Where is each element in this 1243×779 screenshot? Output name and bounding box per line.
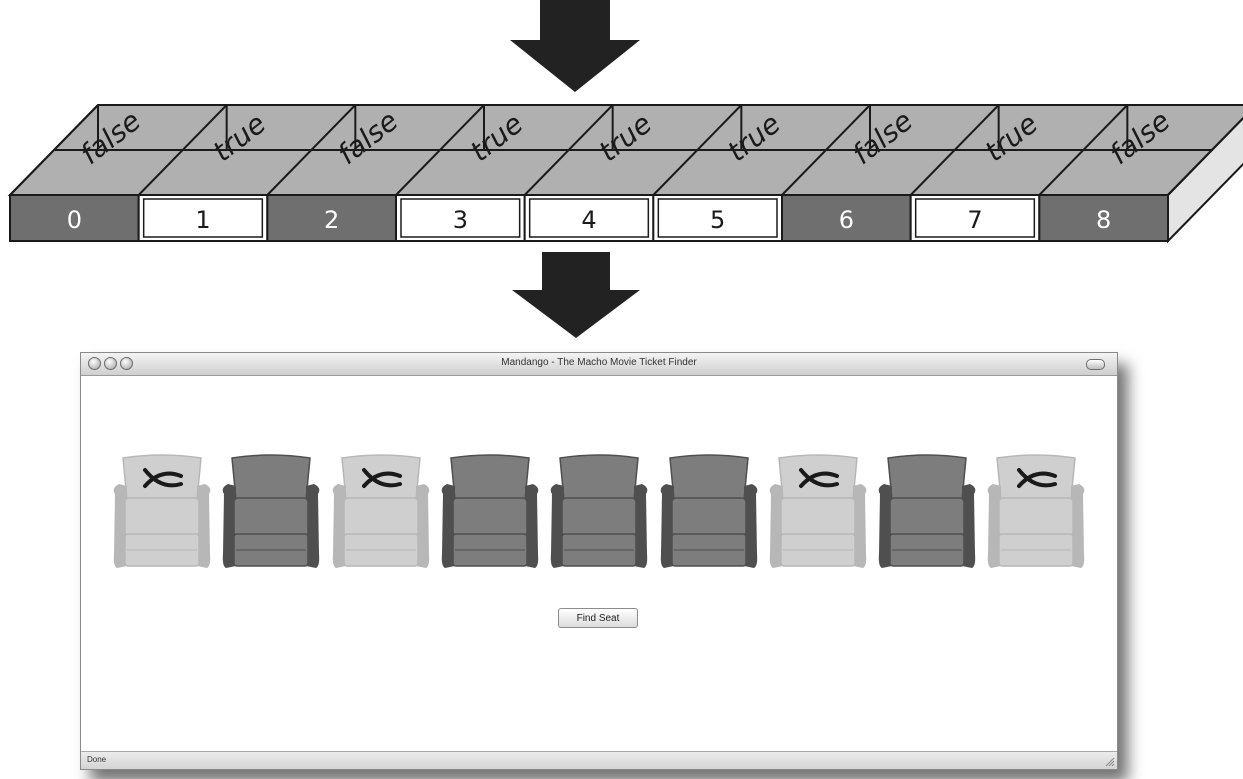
available-seat[interactable] <box>658 454 760 574</box>
taken-seat[interactable] <box>330 454 432 574</box>
page-content: Find Seat <box>81 376 1117 751</box>
array-index-cell <box>781 194 912 242</box>
array-divider <box>9 104 99 196</box>
window-title: Mandango - The Macho Movie Ticket Finder <box>501 357 697 368</box>
maximize-button-icon[interactable] <box>120 357 133 370</box>
status-bar: Done <box>81 751 1117 769</box>
boolean-array-diagram: false0true1false2true3true4true5false6tr… <box>7 104 1243 244</box>
array-index-label: 4 <box>581 206 596 234</box>
taken-x-icon <box>361 468 402 488</box>
array-index-label: 0 <box>67 206 82 234</box>
available-seat[interactable] <box>876 454 978 574</box>
taken-x-icon <box>143 468 183 488</box>
array-index-label: 5 <box>710 206 725 234</box>
array-divider <box>781 104 871 196</box>
resize-grip-icon[interactable] <box>1104 756 1115 767</box>
array-index-label: 2 <box>324 206 339 234</box>
array-index-label: 3 <box>453 206 468 234</box>
available-seat[interactable] <box>220 454 322 574</box>
array-index-cell <box>523 194 655 242</box>
array-index-cell <box>266 194 398 242</box>
array-divider <box>909 104 1000 196</box>
array-divider <box>266 104 357 196</box>
available-seat[interactable] <box>439 454 541 574</box>
array-divider <box>137 104 228 196</box>
taken-x-icon <box>1017 468 1058 488</box>
array-index-cell-inner <box>400 198 521 238</box>
array-index-label: 7 <box>967 206 982 234</box>
array-index-cell-inner <box>142 198 264 238</box>
taken-seat[interactable] <box>767 454 869 574</box>
array-index-label: 1 <box>195 206 210 234</box>
array-index-cell-inner <box>914 198 1036 238</box>
array-index-cell-inner <box>528 198 650 238</box>
array-index-cell <box>909 194 1041 242</box>
browser-window: Mandango - The Macho Movie Ticket Finder… <box>80 352 1118 770</box>
array-divider <box>395 104 485 196</box>
taken-seat[interactable] <box>985 454 1087 574</box>
array-index-cell-inner <box>657 198 778 238</box>
array-index-cell <box>395 194 526 242</box>
close-button-icon[interactable] <box>88 357 101 370</box>
find-seat-button[interactable]: Find Seat <box>558 608 638 628</box>
status-text: Done <box>87 755 107 764</box>
array-index-cell <box>1038 194 1170 242</box>
down-arrow-icon-top <box>510 0 640 92</box>
array-index-label: 6 <box>839 206 854 234</box>
available-seat[interactable] <box>548 454 650 574</box>
array-divider <box>1167 116 1243 196</box>
down-arrow-icon-bottom <box>512 252 640 338</box>
minimize-button-icon[interactable] <box>104 357 117 370</box>
title-bar: Mandango - The Macho Movie Ticket Finder <box>81 353 1117 376</box>
taken-x-icon <box>798 468 839 488</box>
array-index-label: 8 <box>1096 206 1111 234</box>
array-divider <box>1038 104 1129 196</box>
toolbar-toggle-button-icon[interactable] <box>1086 359 1105 370</box>
array-divider <box>523 104 614 196</box>
taken-seat[interactable] <box>111 454 213 574</box>
array-divider <box>652 104 743 196</box>
